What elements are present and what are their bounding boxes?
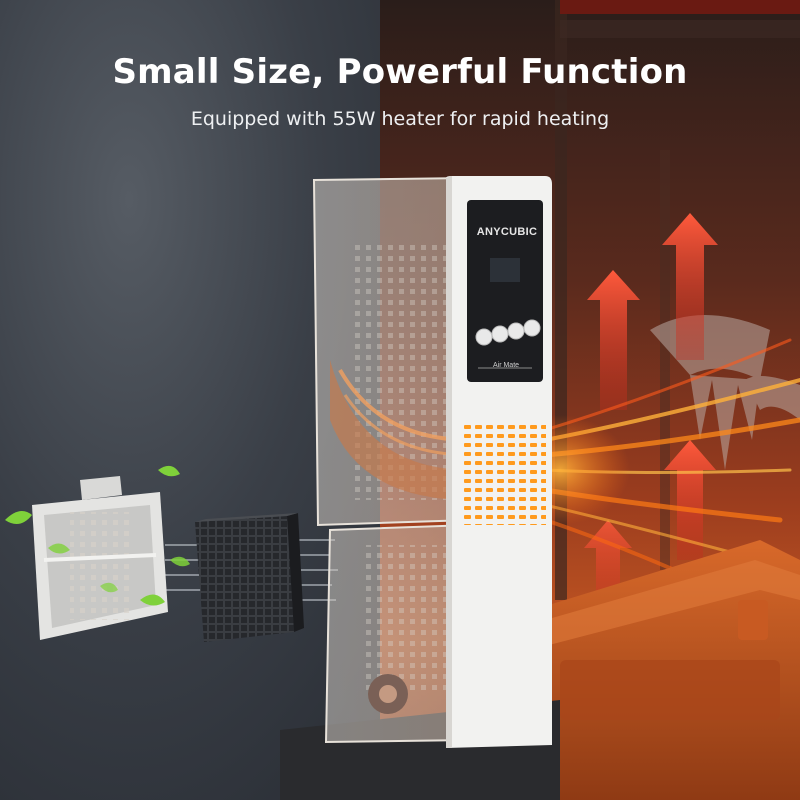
printed-model <box>650 315 800 470</box>
control-buttons <box>475 319 541 346</box>
control-button[interactable] <box>523 319 541 337</box>
headline-subtitle: Equipped with 55W heater for rapid heati… <box>190 108 610 130</box>
control-button[interactable] <box>475 328 493 346</box>
air-mate-device <box>312 176 552 748</box>
display-screen <box>490 258 520 282</box>
printer-frame <box>555 0 800 600</box>
carbon-filter <box>195 513 304 642</box>
model-label: Air Mate <box>492 362 520 369</box>
headline-title: Small Size, Powerful Function <box>112 52 688 92</box>
filter-frame <box>32 476 168 640</box>
control-button[interactable] <box>507 322 525 340</box>
brand-logo: ANYCUBIC <box>476 226 538 238</box>
leaf-icon <box>5 465 190 606</box>
control-button[interactable] <box>491 325 509 343</box>
resin-tray <box>500 540 800 800</box>
heater-grill <box>462 425 546 525</box>
